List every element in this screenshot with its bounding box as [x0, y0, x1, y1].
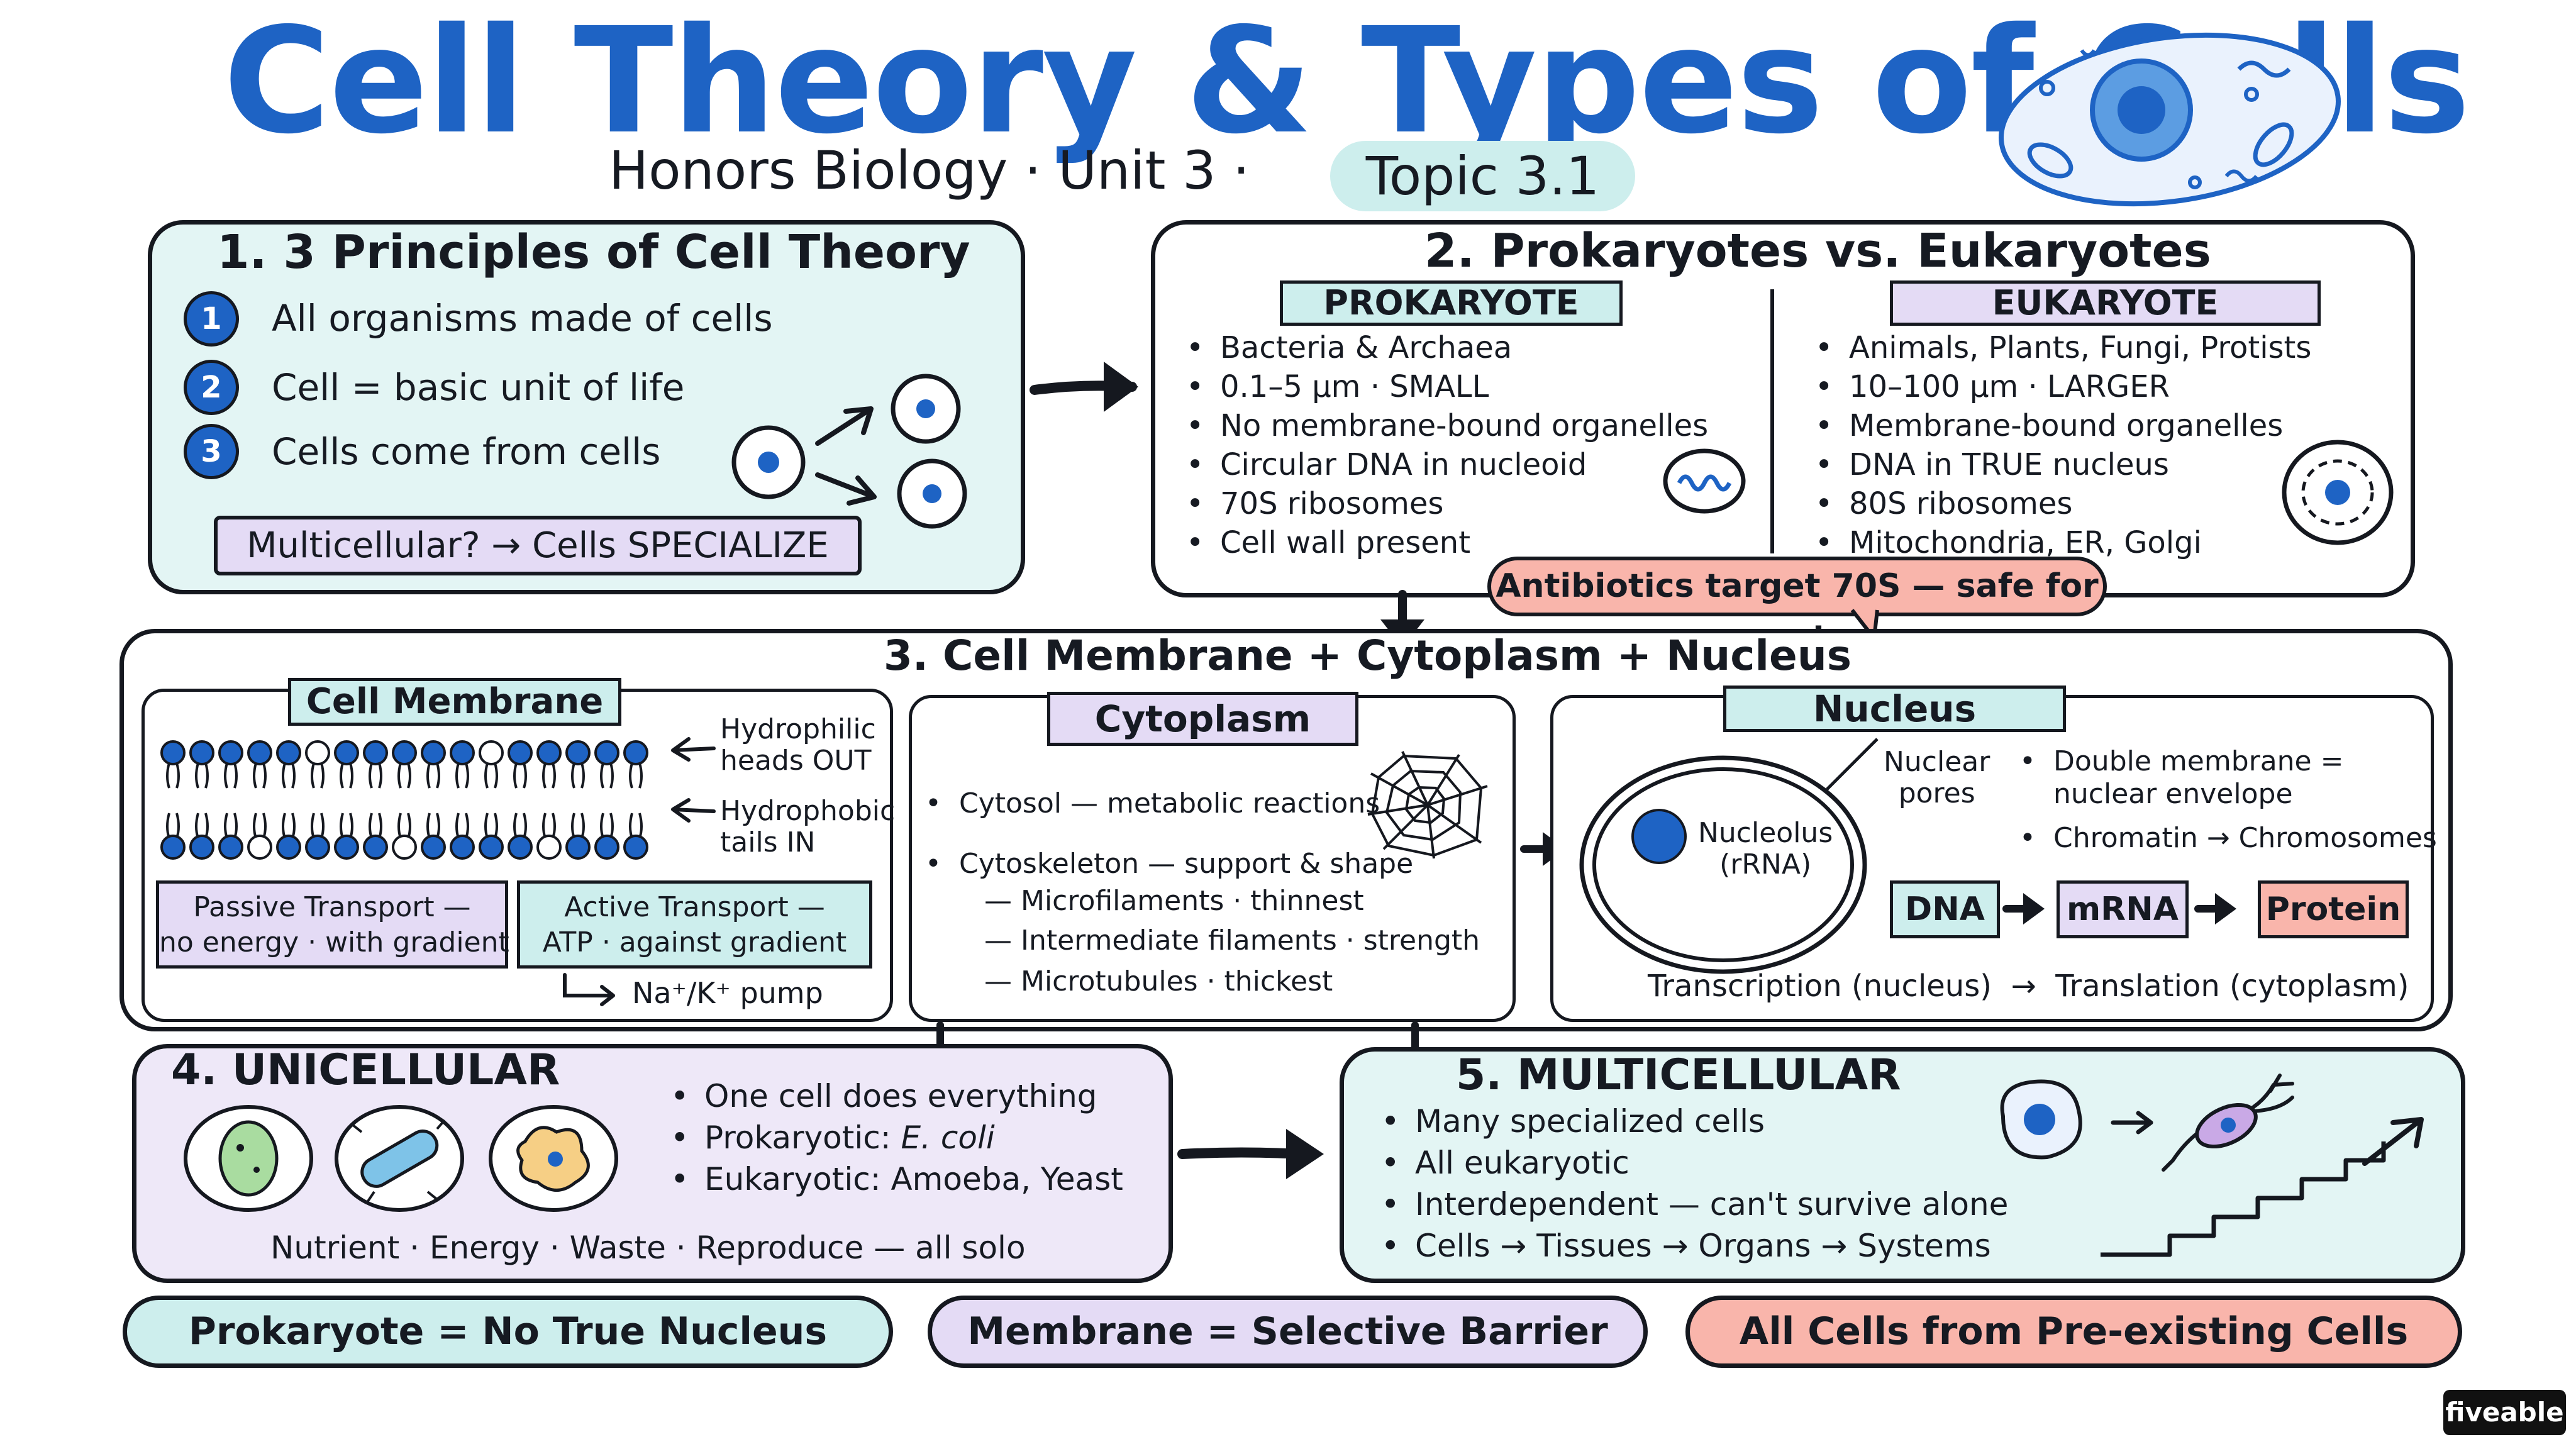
cytoplasm-item: Cytosol — metabolic reactions [921, 774, 1413, 834]
principle-number-2: 2 [184, 360, 239, 415]
unicellular-item: Prokaryotic: E. coli [667, 1117, 1123, 1158]
principles-title: 1. 3 Principles of Cell Theory [217, 225, 970, 279]
cytoskeleton-web-icon [1367, 751, 1488, 859]
unicellular-item: One cell does everything [667, 1075, 1123, 1117]
protein-box: Protein [2258, 880, 2409, 938]
ecoli-example: E. coli [901, 1119, 995, 1156]
arrow-right-icon [2194, 893, 2236, 924]
transcription-translation-text: Transcription (nucleus) → Translation (c… [1648, 969, 2409, 1004]
comparison-title: 2. Prokaryotes vs. Eukaryotes [1424, 224, 2211, 278]
pump-text: Na⁺/K⁺ pump [632, 976, 823, 1010]
nucleus-fact: Double membrane = nuclear envelope [2016, 745, 2437, 811]
prokaryote-item: 70S ribosomes [1182, 484, 1708, 523]
principle-number-3: 3 [184, 424, 239, 479]
pointer-arrows-icon [671, 737, 716, 823]
membrane-label: Cell Membrane [288, 678, 621, 726]
eukaryote-list: Animals, Plants, Fungi, Protists 10–100 … [1811, 328, 2311, 562]
eukaryote-cell-icon [2282, 440, 2394, 545]
amoeba-yellow-icon [489, 1105, 618, 1212]
eukaryote-item: 10–100 µm · LARGER [1811, 367, 2311, 406]
cytoplasm-list: Cytosol — metabolic reactions Cytoskelet… [921, 774, 1413, 894]
fiveable-logo-text: fiveable [2445, 1397, 2564, 1428]
multicellular-item: Cells → Tissues → Organs → Systems [1377, 1225, 2008, 1267]
prokaryote-item: Cell wall present [1182, 523, 1708, 562]
microbe-green-icon [184, 1105, 313, 1212]
hook-arrow-icon [563, 973, 615, 1006]
multicellular-title: 5. MULTICELLULAR [1456, 1050, 1901, 1100]
multicellular-list: Many specialized cells All eukaryotic In… [1377, 1101, 2008, 1267]
specialize-note: Multicellular? → Cells SPECIALIZE [214, 516, 862, 575]
cell-illustration-icon [1999, 32, 2341, 207]
bacteria-dna-icon [1663, 448, 1746, 514]
cell-division-diagram [731, 374, 967, 529]
antibiotics-callout: Antibiotics target 70S — safe for us! [1487, 557, 2107, 657]
principle-text-3: Cells come from cells [272, 430, 661, 473]
topic-badge-label: Topic 3.1 [1365, 145, 1600, 207]
phospholipid-bilayer-diagram [160, 740, 648, 860]
nucleus-diagram [1579, 738, 1879, 974]
arrow-right-icon [1177, 1129, 1324, 1179]
unicellular-title: 4. UNICELLULAR [171, 1045, 560, 1095]
prokaryote-list: Bacteria & Archaea 0.1–5 µm · SMALL No m… [1182, 328, 1708, 562]
comparison-divider [1770, 289, 1774, 553]
cytoplasm-label: Cytoplasm [1047, 692, 1358, 746]
summary-pill-prokaryote: Prokaryote = No True Nucleus [123, 1296, 893, 1368]
passive-transport-box: Passive Transport — no energy · with gra… [156, 880, 509, 969]
unicellular-item: Eukaryotic: Amoeba, Yeast [667, 1158, 1123, 1200]
eukaryote-item: Mitochondria, ER, Golgi [1811, 523, 2311, 562]
unicellular-footer: Nutrient · Energy · Waste · Reproduce — … [270, 1230, 1026, 1266]
fiveable-logo: fiveable [2443, 1390, 2566, 1435]
hydrophobic-tails-text: Hydrophobic tails IN [720, 795, 896, 858]
nucleolus-text: Nucleolus (rRNA) [1698, 817, 1833, 880]
summary-pill-membrane: Membrane = Selective Barrier [928, 1296, 1648, 1368]
mrna-box: mRNA [2057, 880, 2189, 938]
bacterium-blue-icon [335, 1105, 464, 1212]
topic-badge: Topic 3.1 [1330, 141, 1635, 211]
arrow-right-icon [2002, 893, 2045, 924]
dna-box: DNA [1890, 880, 2000, 938]
cell-specialization-diagram [2000, 1074, 2294, 1172]
cytoskeleton-subitem: — Microtubules · thickest [984, 965, 1333, 997]
multicellular-item: Interdependent — can't survive alone [1377, 1184, 2008, 1225]
multicellular-item: All eukaryotic [1377, 1142, 2008, 1184]
eukaryote-item: Animals, Plants, Fungi, Protists [1811, 328, 2311, 367]
specialize-note-text: Multicellular? → Cells SPECIALIZE [247, 525, 829, 566]
hydrophilic-heads-text: Hydrophilic heads OUT [720, 713, 876, 777]
nucleus-fact: Chromatin → Chromosomes [2016, 822, 2437, 855]
unicellular-item-label: Prokaryotic: [704, 1119, 901, 1156]
prokaryote-item: Bacteria & Archaea [1182, 328, 1708, 367]
cytoskeleton-subitem: — Intermediate filaments · strength [984, 924, 1480, 957]
principle-text-1: All organisms made of cells [272, 297, 773, 340]
summary-pill-cells: All Cells from Pre-existing Cells [1685, 1296, 2462, 1368]
prokaryote-item: No membrane-bound organelles [1182, 406, 1708, 445]
staircase-growth-icon [2101, 1117, 2424, 1257]
nucleus-facts-list: Double membrane = nuclear envelope Chrom… [2016, 745, 2437, 855]
nucleus-label: Nucleus [1723, 686, 2066, 732]
arrow-right-icon [1030, 362, 1138, 412]
eukaryote-label: EUKARYOTE [1890, 280, 2321, 326]
prokaryote-item: Circular DNA in nucleoid [1182, 445, 1708, 484]
page-subtitle: Honors Biology · Unit 3 · [609, 140, 1250, 201]
nuclear-pores-text: Nuclear pores [1884, 746, 1990, 809]
cytoskeleton-subitem: — Microfilaments · thinnest [984, 885, 1364, 917]
unicellular-list: One cell does everything Prokaryotic: E.… [667, 1075, 1123, 1200]
eukaryote-item: DNA in TRUE nucleus [1811, 445, 2311, 484]
cytoplasm-item: Cytoskeleton — support & shape [921, 834, 1413, 894]
principle-number-1: 1 [184, 291, 239, 347]
structures-title: 3. Cell Membrane + Cytoplasm + Nucleus [884, 631, 1852, 680]
prokaryote-label: PROKARYOTE [1280, 280, 1623, 326]
principle-text-2: Cell = basic unit of life [272, 366, 685, 409]
multicellular-item: Many specialized cells [1377, 1101, 2008, 1142]
prokaryote-item: 0.1–5 µm · SMALL [1182, 367, 1708, 406]
active-transport-box: Active Transport — ATP · against gradien… [517, 880, 872, 969]
eukaryote-item: 80S ribosomes [1811, 484, 2311, 523]
eukaryote-item: Membrane-bound organelles [1811, 406, 2311, 445]
